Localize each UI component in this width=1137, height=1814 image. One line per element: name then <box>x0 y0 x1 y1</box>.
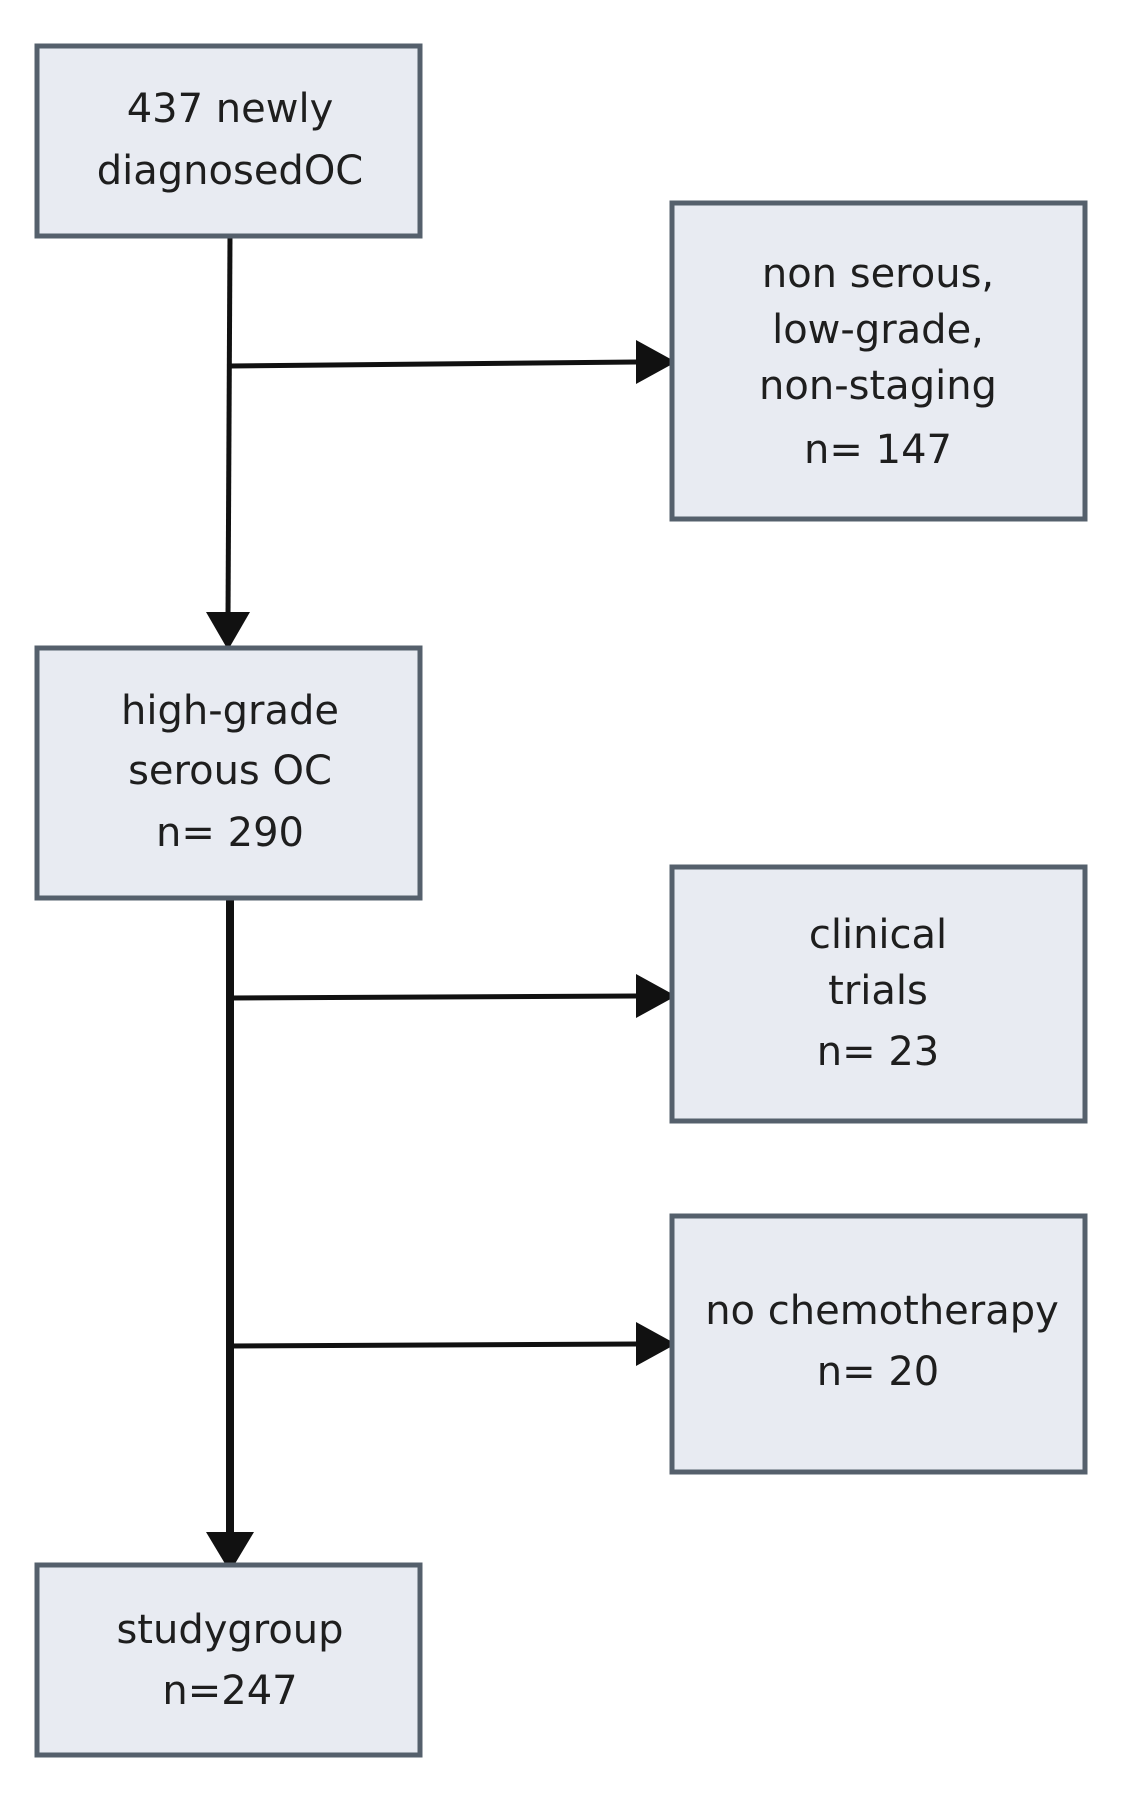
box-high-grade-line-2: serous OC <box>128 748 332 794</box>
box-excluded-histology: non serous, low-grade, non-staging n= 14… <box>669 200 1088 522</box>
box-excluded-line-3: non-staging <box>759 363 997 409</box>
arrow-to-high-grade <box>206 612 250 650</box>
box-total-line-1: 437 newly <box>127 86 334 132</box>
connectors <box>206 235 676 1572</box>
box-study-group: studygroup n=247 <box>34 1562 423 1758</box>
box-clinical-trials: clinical trials n= 23 <box>669 864 1088 1124</box>
box-high-grade-line-1: high-grade <box>121 688 339 734</box>
box-no-chemo-line-1: no chemotherapy <box>705 1288 1059 1334</box>
box-clinical-trials-line-3: n= 23 <box>817 1029 939 1075</box>
box-study-group-line-2: n=247 <box>162 1668 297 1714</box>
arrow-to-clinical-trials <box>636 974 676 1018</box>
box-high-grade-serous: high-grade serous OC n= 290 <box>34 645 423 901</box>
box-excluded-line-4: n= 147 <box>804 427 952 473</box>
branch-to-no-chemotherapy <box>229 1341 641 1349</box>
arrow-to-no-chemotherapy <box>636 1322 676 1366</box>
box-excluded-line-2: low-grade, <box>772 307 984 353</box>
arrow-to-excluded-histology <box>636 340 676 384</box>
branch-to-clinical-trials <box>229 993 641 1001</box>
box-study-group-line-1: studygroup <box>116 1607 343 1653</box>
box-no-chemo-line-2: n= 20 <box>817 1349 939 1395</box>
box-excluded-line-1: non serous, <box>762 251 994 297</box>
box-total-newly-diagnosed: 437 newly diagnosedOC <box>34 43 423 239</box>
main-trunk-upper <box>225 235 233 619</box>
box-clinical-trials-line-2: trials <box>828 968 928 1014</box>
box-total-line-2: diagnosedOC <box>97 148 363 194</box>
branch-to-excluded-histology <box>229 359 641 369</box>
box-clinical-trials-line-1: clinical <box>809 912 947 958</box>
arrow-to-study-group <box>206 1532 254 1572</box>
box-high-grade-line-3: n= 290 <box>156 810 304 856</box>
box-no-chemotherapy: no chemotherapy n= 20 <box>669 1213 1088 1475</box>
